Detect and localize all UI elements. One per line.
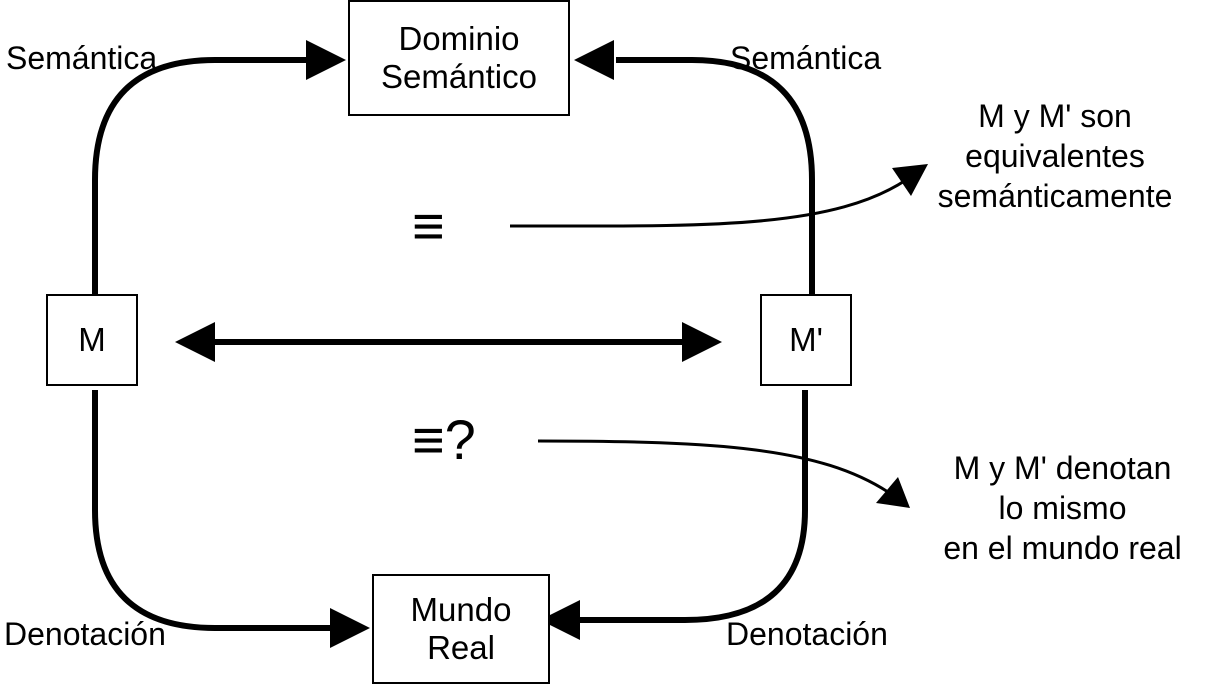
connector-left-arrowhead bbox=[175, 322, 215, 362]
denotation-pointer-arrowhead bbox=[876, 477, 910, 508]
denotation-left-edge bbox=[92, 390, 332, 631]
semantics-left-edge bbox=[92, 57, 308, 294]
semantics-left-arrowhead bbox=[306, 40, 346, 80]
semantic-domain-box: Dominio Semántico bbox=[348, 0, 570, 116]
denotation-right-edge bbox=[578, 390, 808, 623]
connector-right-arrowhead bbox=[682, 322, 722, 362]
denotation-label-right: Denotación bbox=[726, 616, 888, 652]
denotation-right-arrowhead bbox=[540, 600, 580, 640]
denotation-equivalence-symbol: ≡? bbox=[412, 408, 476, 471]
semantics-right-arrowhead bbox=[574, 40, 614, 80]
denotation-equivalence-note: M y M' denotan lo mismo en el mundo real bbox=[943, 450, 1182, 566]
real-world-box: Mundo Real bbox=[372, 574, 550, 684]
denotation-equivalence-pointer bbox=[537, 439, 889, 494]
semantic-equivalence-note: M y M' son equivalentes semánticamente bbox=[937, 98, 1173, 214]
semantics-label-left: Semántica bbox=[6, 40, 158, 76]
semantic-equivalence-symbol: ≡ bbox=[412, 194, 445, 257]
semantics-right-edge bbox=[616, 57, 815, 294]
m-box: M bbox=[46, 294, 138, 386]
denotation-label-left: Denotación bbox=[4, 616, 166, 652]
semantic-pointer-arrowhead bbox=[892, 164, 928, 196]
semantic-equivalence-pointer bbox=[509, 178, 907, 228]
semantics-label-right: Semántica bbox=[730, 40, 882, 76]
denotation-left-arrowhead bbox=[330, 608, 370, 648]
m-prime-box: M' bbox=[760, 294, 852, 386]
